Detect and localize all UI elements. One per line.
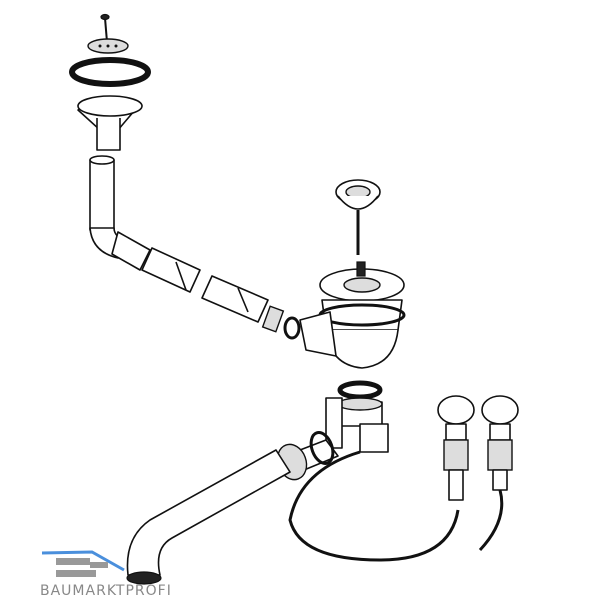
hose-1: [288, 450, 460, 562]
overflow-cover-plate: [87, 38, 129, 54]
overflow-pipe: [89, 155, 269, 323]
bent-outlet-pipe: [126, 449, 291, 585]
strainer-plug: [335, 179, 381, 255]
basket-strainer-body: [299, 261, 406, 369]
pipe-nut-and-ring: [261, 305, 301, 340]
logo-graphic: [41, 550, 125, 577]
remote-control-button-1: [437, 395, 475, 501]
overflow-gasket: [69, 57, 151, 87]
remote-control-button-2: [481, 395, 519, 491]
hose-2: [478, 489, 504, 552]
basket-seal-ring: [337, 380, 383, 400]
overflow-head: [77, 95, 143, 151]
logo-text: BAUMARKTPROFI: [40, 583, 172, 599]
overflow-screw: [100, 13, 110, 43]
trap-fitting: [276, 397, 389, 481]
